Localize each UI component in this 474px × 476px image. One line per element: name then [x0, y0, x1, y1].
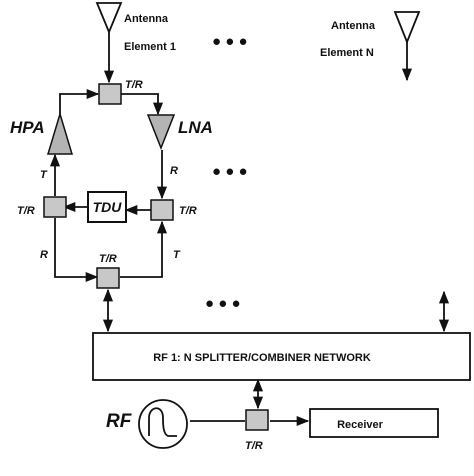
- ellipsis-top: ● ● ●: [212, 33, 248, 50]
- sine-wave-icon: [148, 407, 177, 437]
- top-tr-switch-label: T/R: [125, 79, 143, 91]
- antennaN-label-line2: Element N: [320, 47, 374, 59]
- splitter-combiner-network-label: RF 1: N SPLITTER/COMBINER NETWORK: [153, 352, 371, 364]
- path-label-left-lower: R: [40, 249, 48, 261]
- hpa-amplifier-icon: [46, 111, 74, 155]
- receiver-block: [309, 408, 439, 438]
- right-tr-switch-label: T/R: [179, 205, 197, 217]
- antenna1-label-line2: Element 1: [124, 41, 176, 53]
- splitter-combiner-network-block: [92, 332, 471, 381]
- rf-tr-switch: [245, 409, 269, 431]
- bottom-tr-switch-label: T/R: [99, 253, 117, 265]
- antenna1-icon: [95, 2, 123, 35]
- path-label-right-upper: R: [170, 165, 178, 177]
- tdu-label: TDU: [93, 199, 123, 215]
- left-tr-switch-label: T/R: [17, 205, 35, 217]
- antenna1-label-line1: Antenna: [124, 13, 169, 25]
- ellipsis-middle: ● ● ●: [212, 163, 248, 180]
- rf-source-label: RF: [106, 411, 133, 432]
- right-tr-switch: [150, 199, 174, 221]
- antennaN-icon: [393, 11, 421, 45]
- bottom-tr-switch: [96, 267, 120, 289]
- antennaN-label-line1: Antenna: [331, 20, 376, 32]
- left-switch-to-bottom-switch-line: [54, 218, 99, 283]
- receiver-label: Receiver: [337, 419, 384, 431]
- path-label-right-lower: T: [173, 249, 181, 261]
- bottom-switch-to-right-switch-line: [120, 220, 168, 278]
- ellipsis-bottom: ● ● ●: [205, 295, 241, 312]
- tdu-block: [87, 191, 127, 223]
- lna-label: LNA: [178, 118, 213, 137]
- left-tr-switch: [43, 196, 67, 218]
- top-switch-to-lna-line: [121, 93, 164, 116]
- path-label-left-upper: T: [40, 169, 48, 181]
- top-switch-to-hpa-line: [59, 88, 100, 114]
- rf-tr-switch-label: T/R: [245, 440, 263, 452]
- top-tr-switch: [98, 83, 122, 105]
- lna-amplifier-icon: [146, 114, 176, 151]
- hpa-label: HPA: [10, 118, 45, 137]
